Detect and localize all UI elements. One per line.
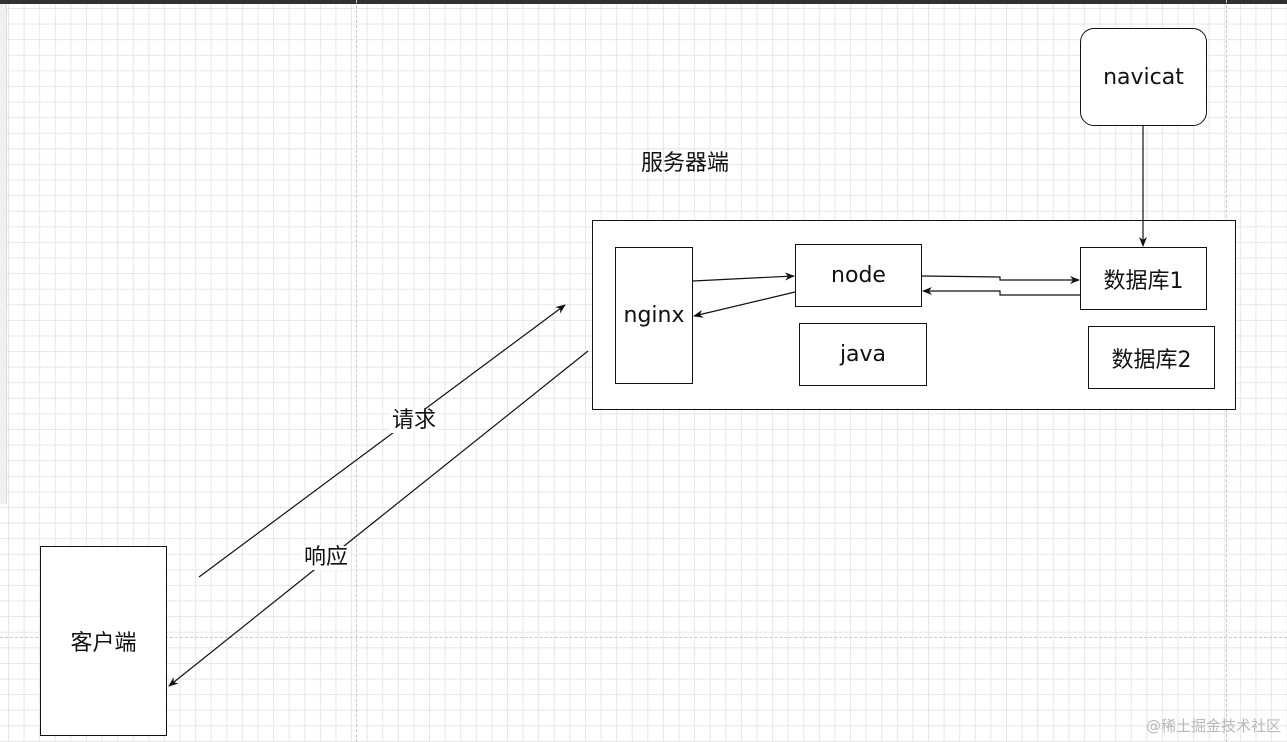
database-1-node[interactable]: 数据库1 xyxy=(1080,247,1207,310)
database-1-label: 数据库1 xyxy=(1103,268,1184,294)
request-edge-label: 请求 xyxy=(390,408,439,433)
node-label: node xyxy=(831,263,886,288)
navicat-node[interactable]: navicat xyxy=(1080,28,1207,126)
node-node[interactable]: node xyxy=(795,244,922,307)
java-node[interactable]: java xyxy=(799,323,927,386)
request-arrow[interactable] xyxy=(198,304,566,578)
window-top-bar xyxy=(0,0,1287,4)
database-2-label: 数据库2 xyxy=(1111,347,1192,373)
navicat-label: navicat xyxy=(1103,64,1184,90)
nginx-label: nginx xyxy=(623,303,685,328)
java-label: java xyxy=(839,342,887,367)
client-node[interactable]: 客户端 xyxy=(40,546,167,736)
client-label: 客户端 xyxy=(70,631,137,656)
page-break-horizontal xyxy=(0,637,1287,638)
response-edge-label: 响应 xyxy=(302,545,351,570)
server-group-label: 服务器端 xyxy=(641,151,730,176)
response-arrow[interactable] xyxy=(168,350,589,687)
nginx-node[interactable]: nginx xyxy=(615,247,693,384)
watermark: @稀土掘金技术社区 xyxy=(1145,717,1281,735)
page-break-vertical-1 xyxy=(356,0,357,742)
database-2-node[interactable]: 数据库2 xyxy=(1088,326,1215,389)
left-scroll-edge xyxy=(0,4,7,504)
